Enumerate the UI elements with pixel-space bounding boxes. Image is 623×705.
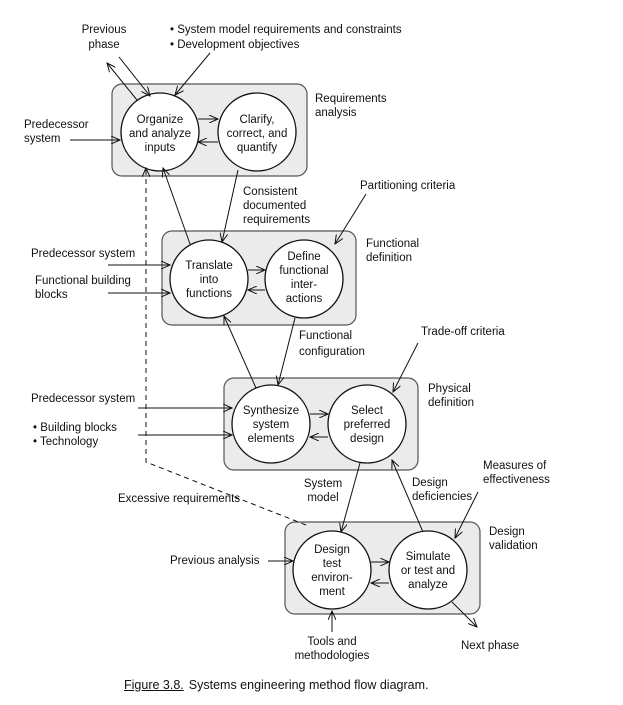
tradeoff-criteria-label: Trade-off criteria <box>421 326 505 338</box>
next-phase-label: Next phase <box>461 640 519 652</box>
define-node <box>264 239 344 319</box>
simulate-node <box>388 530 468 610</box>
partitioning-criteria-label: Partitioning criteria <box>360 180 456 192</box>
organize-node <box>120 92 200 172</box>
building-technology-label: • Building blocks• Technology <box>33 422 117 448</box>
figure-caption-text: Systems engineering method flow diagram. <box>188 678 429 692</box>
design-env-node <box>292 530 372 610</box>
connector-arrows <box>70 52 479 632</box>
translate-node <box>169 239 249 319</box>
select-node <box>327 384 407 464</box>
objectives-label: • System model requirements and constrai… <box>170 24 402 51</box>
figure-caption: Figure 3.8. Systems engineering method fl… <box>124 678 428 692</box>
previous-analysis-label: Previous analysis <box>170 555 260 567</box>
figure-number: Figure 3.8. <box>124 678 184 692</box>
predecessor-system-3-label: Predecessor system <box>31 393 135 405</box>
synthesize-node <box>231 384 311 464</box>
predecessor-system-2-label: Predecessor system <box>31 248 135 260</box>
excessive-requirements-label: Excessive requirements <box>118 493 240 505</box>
clarify-node <box>217 92 297 172</box>
